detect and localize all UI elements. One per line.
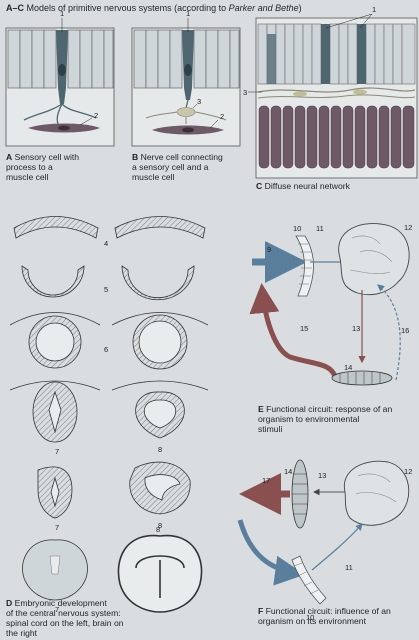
muscle-e: [331, 370, 393, 386]
label-11-e: 11: [316, 224, 324, 233]
label-14-f: 14: [284, 467, 292, 476]
label-13-e: 13: [352, 324, 360, 333]
label-10-e: 10: [293, 224, 301, 233]
label-3-b: 3: [197, 97, 201, 106]
caption-f: F Functional circuit: influence of an or…: [258, 606, 391, 626]
caption-d-letter: D: [6, 598, 13, 608]
label-1-b: 1: [186, 9, 190, 18]
header-title: A–C Models of primitive nervous systems …: [6, 3, 302, 13]
panel-d-illustration: 4 5 6 7 8 7 8 7 8: [9, 216, 209, 614]
caption-b: B Nerve cell connecting a sensory cell a…: [132, 152, 223, 182]
label-7-first: 7: [55, 447, 59, 456]
feedback-arrow-16: [377, 284, 401, 381]
caption-e-letter: E: [258, 404, 264, 414]
caption-a: A Sensory cell with process to a muscle …: [6, 152, 79, 182]
label-13-f: 13: [318, 471, 326, 480]
caption-c-letter: C: [256, 181, 263, 191]
caption-a-letter: A: [6, 152, 13, 162]
label-8-third: 8: [156, 525, 160, 534]
label-8-second: 8: [158, 521, 162, 530]
caption-d-text: Embryonic development of the central ner…: [6, 598, 124, 638]
label-9: 9: [267, 245, 271, 254]
header-authors: Parker and Bethe: [228, 3, 299, 13]
label-3-c: 3: [243, 88, 247, 97]
caption-b-letter: B: [132, 152, 139, 162]
receptor-f: [291, 555, 327, 605]
label-7-third: 7: [55, 605, 59, 614]
label-1-a: 1: [60, 9, 64, 18]
caption-b-text: Nerve cell connecting a sensory cell and…: [132, 152, 223, 182]
label-6: 6: [104, 345, 108, 354]
panel-b-illustration: 1 3 2: [131, 9, 241, 147]
caption-f-text: Functional circuit: influence of an orga…: [258, 606, 391, 626]
label-2-b: 2: [220, 112, 224, 121]
panel-c-illustration: 1 3: [243, 5, 418, 179]
caption-a-text: Sensory cell with process to a muscle ce…: [6, 152, 80, 182]
label-7-second: 7: [55, 523, 59, 532]
label-12-f: 12: [404, 467, 412, 476]
caption-c-text: Diffuse neural network: [264, 181, 350, 191]
panel-f-illustration: 14 13 12 17 11 10: [237, 459, 412, 622]
caption-f-letter: F: [258, 606, 264, 616]
label-12-e: 12: [404, 223, 412, 232]
label-4: 4: [104, 239, 108, 248]
header-prefix: A–C: [6, 3, 25, 13]
caption-e-text: Functional circuit: response of an organ…: [258, 404, 393, 434]
header-title-text: Models of primitive nervous systems (acc…: [26, 3, 229, 13]
caption-e: E Functional circuit: response of an org…: [258, 404, 392, 434]
label-8-first: 8: [158, 445, 162, 454]
receptor-e: [295, 235, 314, 297]
label-11-f: 11: [345, 563, 353, 572]
cns-e: [338, 223, 410, 296]
label-2-a: 2: [94, 111, 98, 120]
label-1-c: 1: [372, 5, 376, 14]
label-14-e: 14: [344, 363, 352, 372]
panel-a-illustration: 1 2: [5, 9, 115, 147]
caption-d: D Embryonic development of the central n…: [6, 598, 124, 638]
panel-e-illustration: 9 10 11 12 13 14 15 16: [249, 223, 412, 386]
effect-arrow-15: [249, 283, 339, 380]
label-15: 15: [300, 324, 308, 333]
label-5: 5: [104, 285, 108, 294]
label-10-f: 10: [306, 613, 314, 622]
header-suffix: ): [298, 3, 302, 13]
label-17: 17: [262, 476, 270, 485]
nerve-cell-b: [176, 107, 196, 117]
caption-c: C Diffuse neural network: [256, 181, 350, 191]
label-16: 16: [401, 326, 409, 335]
environment-arrow: [237, 519, 305, 586]
